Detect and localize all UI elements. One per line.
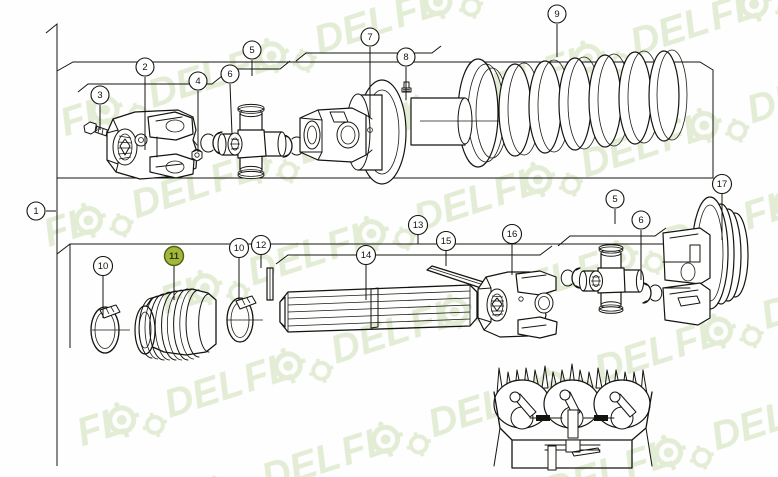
callout-bubble[interactable] — [396, 47, 416, 67]
part-9-guard-coil — [410, 49, 688, 168]
callout-number: 8 — [403, 52, 408, 63]
callout-number: 14 — [361, 250, 372, 261]
callout-14[interactable]: 14 — [355, 244, 377, 301]
callout-number: 5 — [249, 45, 254, 56]
part-16-slip-yoke — [477, 270, 558, 339]
callout-10[interactable]: 10 — [228, 237, 250, 301]
callout-bubble[interactable] — [407, 214, 429, 236]
part-14-splined-shaft — [279, 284, 489, 333]
callout-bubble[interactable] — [188, 71, 208, 91]
callout-number: 17 — [717, 179, 728, 190]
callout-bubble[interactable] — [435, 230, 457, 252]
callout-bubble[interactable] — [90, 85, 110, 105]
part-5-universal-joint-bottom — [578, 244, 645, 314]
callout-number: 13 — [413, 220, 424, 231]
part-12-retaining-key — [266, 267, 274, 301]
assembly-bracket-1 — [45, 22, 58, 466]
callout-number: 15 — [441, 236, 452, 247]
callout-bubble[interactable] — [92, 255, 114, 277]
callout-17[interactable]: 17 — [711, 173, 733, 241]
part-7-flange-yoke — [299, 79, 407, 185]
callout-4[interactable]: 4 — [188, 71, 208, 152]
callout-bubble[interactable] — [355, 244, 377, 266]
callout-15[interactable]: 15 — [435, 230, 457, 267]
part-11-bellows-boot — [134, 288, 217, 361]
callout-bubble[interactable] — [135, 57, 155, 77]
callout-7[interactable]: 7 — [360, 27, 380, 118]
callout-number: 7 — [367, 32, 372, 43]
top-row-bracket — [56, 61, 714, 179]
callout-bubble[interactable] — [242, 40, 262, 60]
callout-leader-line — [229, 83, 233, 135]
callout-number: 5 — [612, 194, 617, 205]
detail-mower-rotor-head — [493, 363, 653, 471]
callout-number: 4 — [195, 76, 200, 87]
part-10-hose-clamp-right — [226, 295, 263, 343]
callout-bubble[interactable] — [631, 210, 651, 230]
callout-number: 11 — [169, 251, 180, 262]
bracket-group-5-bottom — [557, 227, 667, 247]
callout-12[interactable]: 12 — [250, 234, 272, 269]
callout-9[interactable]: 9 — [547, 4, 567, 57]
callout-number: 2 — [142, 62, 147, 73]
bracket-group-13 — [275, 245, 553, 265]
part-6-snap-ring-left-bottom — [560, 267, 581, 289]
callout-bubble[interactable] — [547, 4, 567, 24]
callout-11[interactable]: 11 — [163, 245, 185, 301]
callout-bubble[interactable] — [360, 27, 380, 47]
callout-5[interactable]: 5 — [242, 40, 262, 76]
callout-bubble[interactable] — [605, 189, 625, 209]
callout-number: 6 — [227, 69, 232, 80]
callout-number: 3 — [97, 90, 102, 101]
callout-number: 6 — [638, 215, 643, 226]
callout-number: 16 — [507, 229, 518, 240]
callout-13[interactable]: 13 — [407, 214, 429, 245]
callout-8[interactable]: 8 — [396, 47, 416, 92]
callout-bubble[interactable] — [163, 245, 185, 267]
callout-bubble[interactable] — [501, 223, 523, 245]
callout-6[interactable]: 6 — [631, 210, 651, 280]
part-2-splined-yoke — [106, 109, 198, 180]
part-10-hose-clamp-left — [90, 304, 130, 354]
callout-number: 9 — [554, 9, 559, 20]
part-17-pulley-yoke — [662, 196, 749, 326]
part-5-universal-joint-top — [217, 103, 287, 180]
callout-bubble[interactable] — [220, 64, 240, 84]
callout-bubble[interactable] — [26, 201, 46, 221]
callout-number: 1 — [33, 206, 38, 217]
callout-bubble[interactable] — [711, 173, 733, 195]
callout-3[interactable]: 3 — [90, 85, 110, 130]
callout-10[interactable]: 10 — [92, 255, 114, 319]
callout-16[interactable]: 16 — [501, 223, 523, 276]
bottom-row-bracket — [56, 243, 690, 348]
bracket-group-2 — [77, 75, 223, 93]
callout-6[interactable]: 6 — [220, 64, 240, 135]
callout-1[interactable]: 1 — [26, 201, 56, 221]
bracket-group-7 — [295, 45, 442, 62]
callout-5[interactable]: 5 — [605, 189, 625, 224]
callout-number: 10 — [234, 243, 245, 254]
callout-number: 10 — [98, 261, 109, 272]
callout-bubble[interactable] — [250, 234, 272, 256]
part-4-lock-nut — [191, 149, 203, 162]
callout-bubble[interactable] — [228, 237, 250, 259]
callout-2[interactable]: 2 — [135, 57, 155, 150]
callout-number: 12 — [256, 240, 267, 251]
